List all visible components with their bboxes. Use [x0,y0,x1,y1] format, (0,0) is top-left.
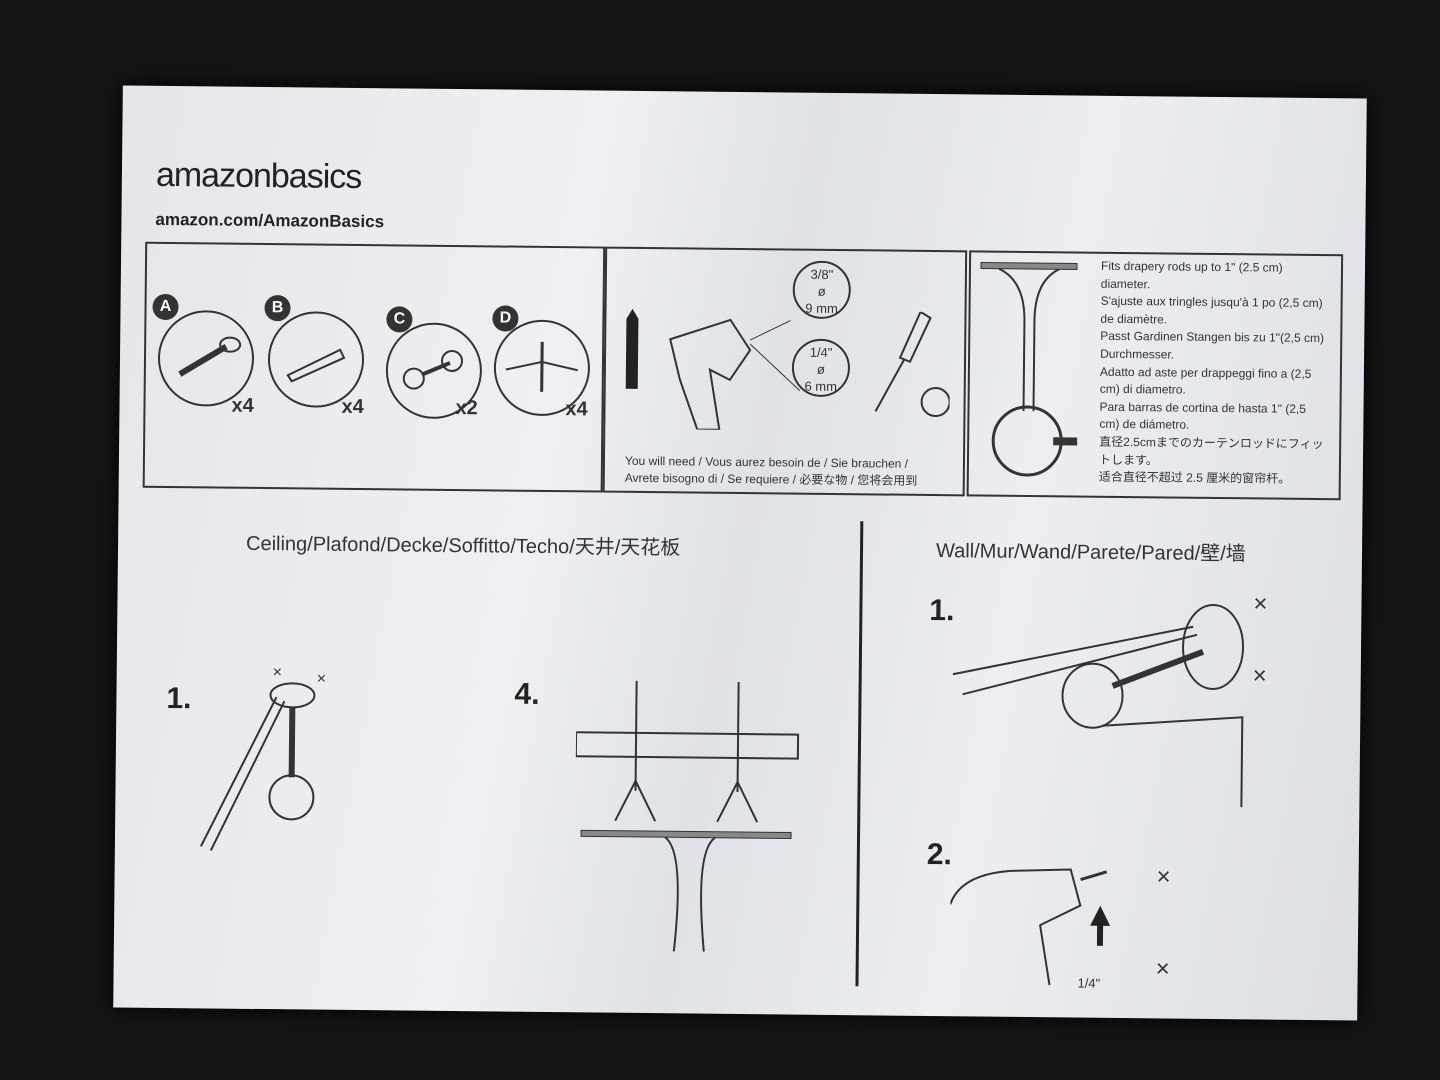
screw-icon [157,309,255,407]
bracket-icon [385,322,483,420]
fits-text-es: Para barras de cortina de hasta 1" (2,5 … [1099,399,1307,433]
brand-logo: amazonbasics [155,155,362,197]
wall-mark-diagram: ×× [952,594,1268,808]
part-qty: x4 [231,394,254,417]
part-qty: x4 [565,398,588,421]
ceiling-step-1: 1. [166,682,192,716]
svg-text:×: × [1156,864,1170,890]
brand-url: amazon.com/AmazonBasics [155,209,385,232]
wall-anchor-icon [267,311,365,409]
fits-text-fr: S'ajuste aux tringles jusqu'à 1 po (2,5 … [1100,293,1323,327]
part-qty: x2 [455,397,478,420]
wall-drill-diagram: ×× [949,864,1171,986]
wall-section-title: Wall/Mur/Wand/Parete/Pared/壁/墙 [935,540,1246,566]
parts-panel: A x4 B x4 C x2 D x4 [142,241,606,493]
svg-text:×: × [273,666,283,681]
tools-needed-caption: You will need / Vous aurez besoin de / S… [625,453,918,490]
toggle-bolt-icon [493,319,591,417]
fits-text-it: Adatto ad aste per drappeggi fino a (2,5… [1099,364,1312,397]
ceiling-mark-diagram: ×× [200,666,327,851]
part-badge: A [152,293,179,321]
wall-drill-size: 1/4" [1077,975,1101,991]
ceiling-step-4: 4. [514,677,540,711]
ceiling-toggle-diagram [574,680,800,952]
svg-text:×: × [1253,594,1267,617]
wall-step-2: 2. [926,837,953,872]
fits-text-en: Fits drapery rods up to 1" (2.5 cm) diam… [1100,258,1283,291]
part-badge: D [492,305,519,332]
fits-text-zh: 适合直径不超过 2.5 厘米的窗帘杆。 [1098,469,1291,486]
fits-text-ja: 直径2.5cmまでのカーテンロッドにフィットします。 [1098,434,1324,467]
svg-text:×: × [1253,662,1267,689]
bit-mm: 6 mm [804,378,838,395]
fits-description: Fits drapery rods up to 1" (2.5 cm) diam… [1099,258,1327,489]
tools-icon [625,308,951,431]
svg-text:×: × [1156,955,1170,982]
part-badge: C [386,306,413,333]
part-badge: B [264,295,291,322]
section-divider [855,521,864,987]
wall-step-1: 1. [929,593,955,628]
svg-text:×: × [317,671,327,688]
bit-symbol: ø [817,283,826,299]
bracket-diagram-icon [980,262,1078,477]
bit-mm: 9 mm [805,300,838,317]
part-qty: x4 [341,395,364,419]
fits-panel [966,250,1344,501]
caption-line: Avrete bisogno di / Se requiere / 必要な物 /… [624,470,918,488]
bit-inch: 1/4" [809,344,833,360]
instruction-sheet: amazonbasics amazon.com/AmazonBasics A x… [113,85,1367,1021]
bit-inch: 3/8" [810,266,834,282]
fits-text-de: Passt Gardinen Stangen bis zu 1"(2,5 cm)… [1100,329,1325,362]
ceiling-section-title: Ceiling/Plafond/Decke/Soffitto/Techo/天井/… [245,532,681,560]
bit-symbol: ø [816,361,825,377]
